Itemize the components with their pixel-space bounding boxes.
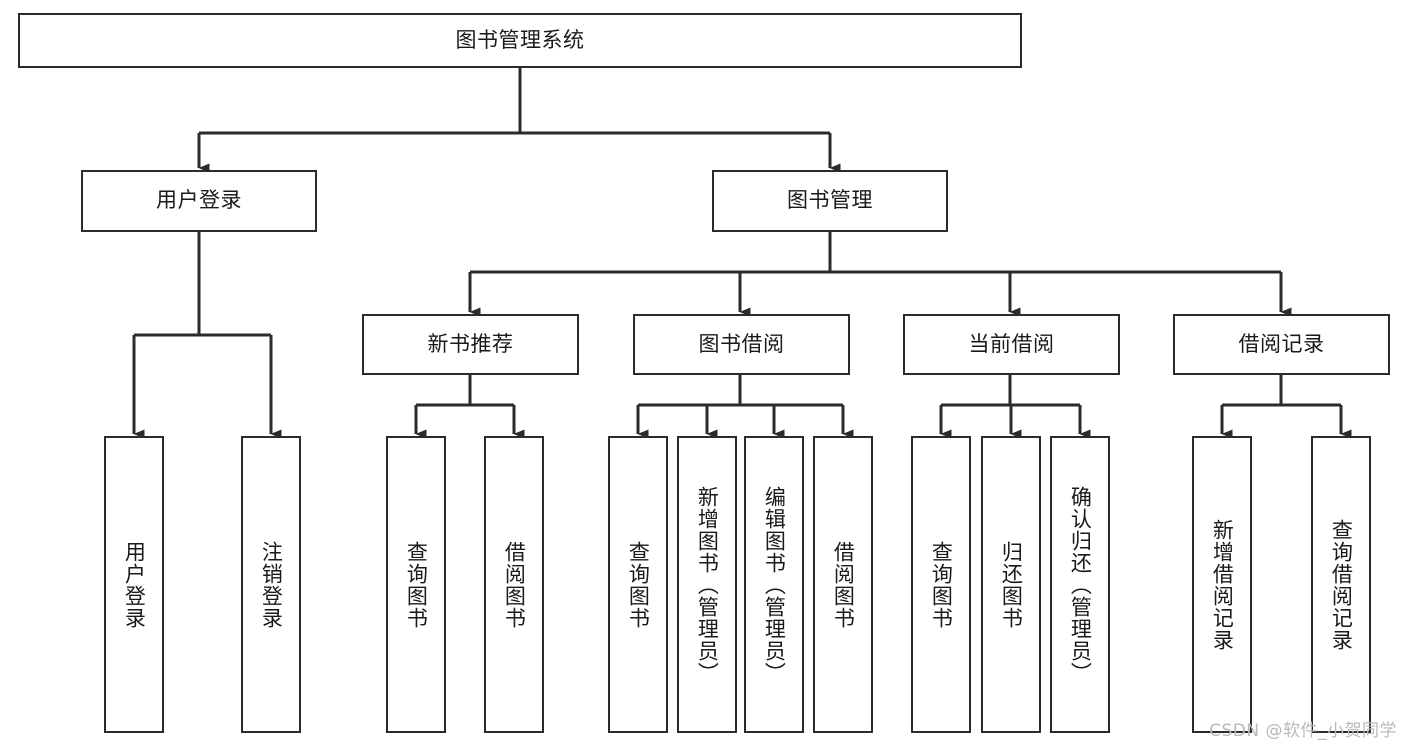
leaf-edit-book-admin-label: 编辑图书（管理员） xyxy=(762,485,787,684)
leaf-query-book-recommend-label: 查询图书 xyxy=(404,540,429,629)
leaf-borrow-book[interactable]: 借阅图书 xyxy=(813,436,873,733)
leaf-add-book-admin-label: 新增图书（管理员） xyxy=(695,485,720,684)
leaf-return-book[interactable]: 归还图书 xyxy=(981,436,1041,733)
node-new-book-recommend-label: 新书推荐 xyxy=(427,331,514,356)
leaf-add-borrow-record-label: 新增借阅记录 xyxy=(1210,518,1235,651)
leaf-query-borrow-record[interactable]: 查询借阅记录 xyxy=(1311,436,1371,733)
leaf-add-borrow-record[interactable]: 新增借阅记录 xyxy=(1192,436,1252,733)
node-borrow-record-label: 借阅记录 xyxy=(1238,331,1325,356)
node-book-borrow[interactable]: 图书借阅 xyxy=(633,314,850,375)
leaf-query-book-current-label: 查询图书 xyxy=(929,540,954,629)
node-current-borrow[interactable]: 当前借阅 xyxy=(903,314,1120,375)
leaf-return-book-label: 归还图书 xyxy=(999,540,1024,629)
leaf-borrow-book-label: 借阅图书 xyxy=(831,540,856,629)
leaf-query-book-label: 查询图书 xyxy=(626,540,651,629)
leaf-logout[interactable]: 注销登录 xyxy=(241,436,301,733)
node-current-borrow-label: 当前借阅 xyxy=(968,331,1055,356)
leaf-user-login-label: 用户登录 xyxy=(122,540,147,629)
leaf-confirm-return-admin[interactable]: 确认归还（管理员） xyxy=(1050,436,1110,733)
leaf-query-book-current[interactable]: 查询图书 xyxy=(911,436,971,733)
node-root[interactable]: 图书管理系统 xyxy=(18,13,1022,68)
leaf-logout-label: 注销登录 xyxy=(259,540,284,629)
node-borrow-record[interactable]: 借阅记录 xyxy=(1173,314,1390,375)
leaf-add-book-admin[interactable]: 新增图书（管理员） xyxy=(677,436,737,733)
leaf-query-book[interactable]: 查询图书 xyxy=(608,436,668,733)
node-user-login[interactable]: 用户登录 xyxy=(81,170,317,232)
node-book-management[interactable]: 图书管理 xyxy=(712,170,948,232)
leaf-borrow-book-recommend-label: 借阅图书 xyxy=(502,540,527,629)
leaf-query-borrow-record-label: 查询借阅记录 xyxy=(1329,518,1354,651)
node-user-login-label: 用户登录 xyxy=(156,188,242,213)
node-book-management-label: 图书管理 xyxy=(787,188,873,213)
node-book-borrow-label: 图书借阅 xyxy=(698,331,785,356)
watermark: CSDN @软件_小贺同学 xyxy=(1209,721,1397,741)
leaf-query-book-recommend[interactable]: 查询图书 xyxy=(386,436,446,733)
node-new-book-recommend[interactable]: 新书推荐 xyxy=(362,314,579,375)
leaf-borrow-book-recommend[interactable]: 借阅图书 xyxy=(484,436,544,733)
node-root-label: 图书管理系统 xyxy=(455,27,585,52)
leaf-confirm-return-admin-label: 确认归还（管理员） xyxy=(1068,485,1093,684)
leaf-edit-book-admin[interactable]: 编辑图书（管理员） xyxy=(744,436,804,733)
leaf-user-login[interactable]: 用户登录 xyxy=(104,436,164,733)
